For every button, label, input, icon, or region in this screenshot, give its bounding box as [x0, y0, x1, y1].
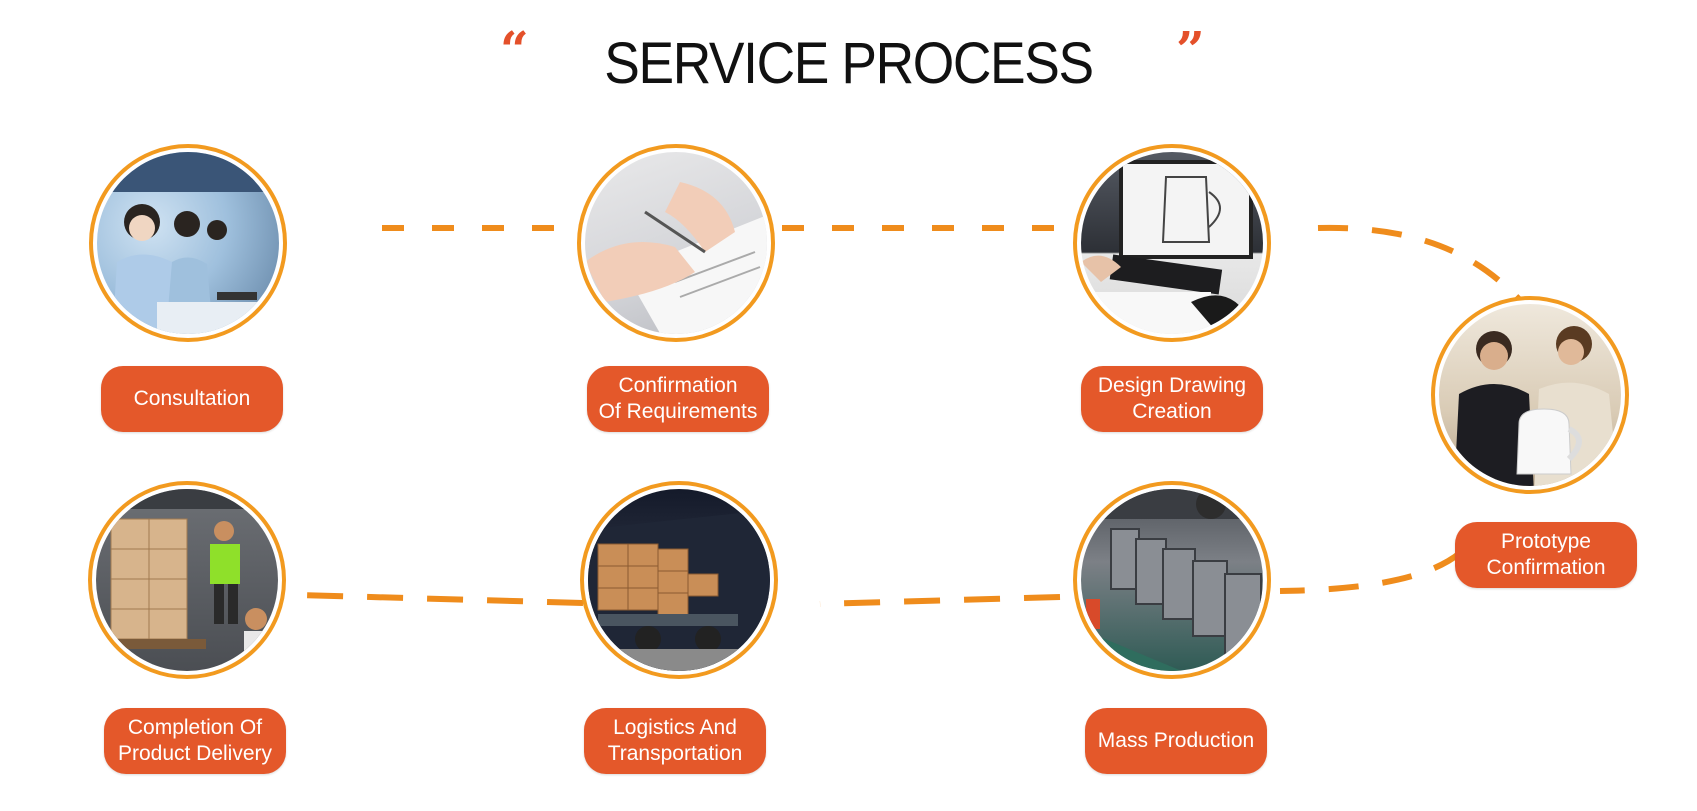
signing-document-photo [577, 144, 775, 342]
step-label-mass-production: Mass Production [1085, 708, 1267, 774]
close-quote-mark: ” [1176, 20, 1205, 79]
bottom-right-curve [1279, 550, 1462, 594]
kettle-prototype-review-photo [1431, 296, 1629, 494]
call-center-operators-photo [89, 144, 287, 342]
truck-loading-photo [580, 481, 778, 679]
step-label-logistics-and-transportation: Logistics And Transportation [584, 708, 766, 774]
top-right-curve [1317, 224, 1523, 303]
bottom-left-connector [299, 592, 584, 606]
page-title: SERVICE PROCESS [604, 31, 1094, 96]
container-unloading-photo [88, 481, 286, 679]
kettle-production-line-photo [1073, 481, 1271, 679]
step-label-completion-of-product-delivery: Completion Of Product Delivery [104, 708, 286, 774]
header: “ SERVICE PROCESS ” [0, 20, 1697, 110]
bottom-middle-connector [819, 594, 1061, 607]
step-label-prototype-confirmation: Prototype Confirmation [1455, 522, 1637, 588]
step-label-design-drawing-creation: Design Drawing Creation [1081, 366, 1263, 432]
cad-kettle-design-photo [1073, 144, 1271, 342]
step-label-confirmation-of-requirements: Confirmation Of Requirements [587, 366, 769, 432]
step-label-consultation: Consultation [101, 366, 283, 432]
open-quote-mark: “ [500, 20, 529, 79]
